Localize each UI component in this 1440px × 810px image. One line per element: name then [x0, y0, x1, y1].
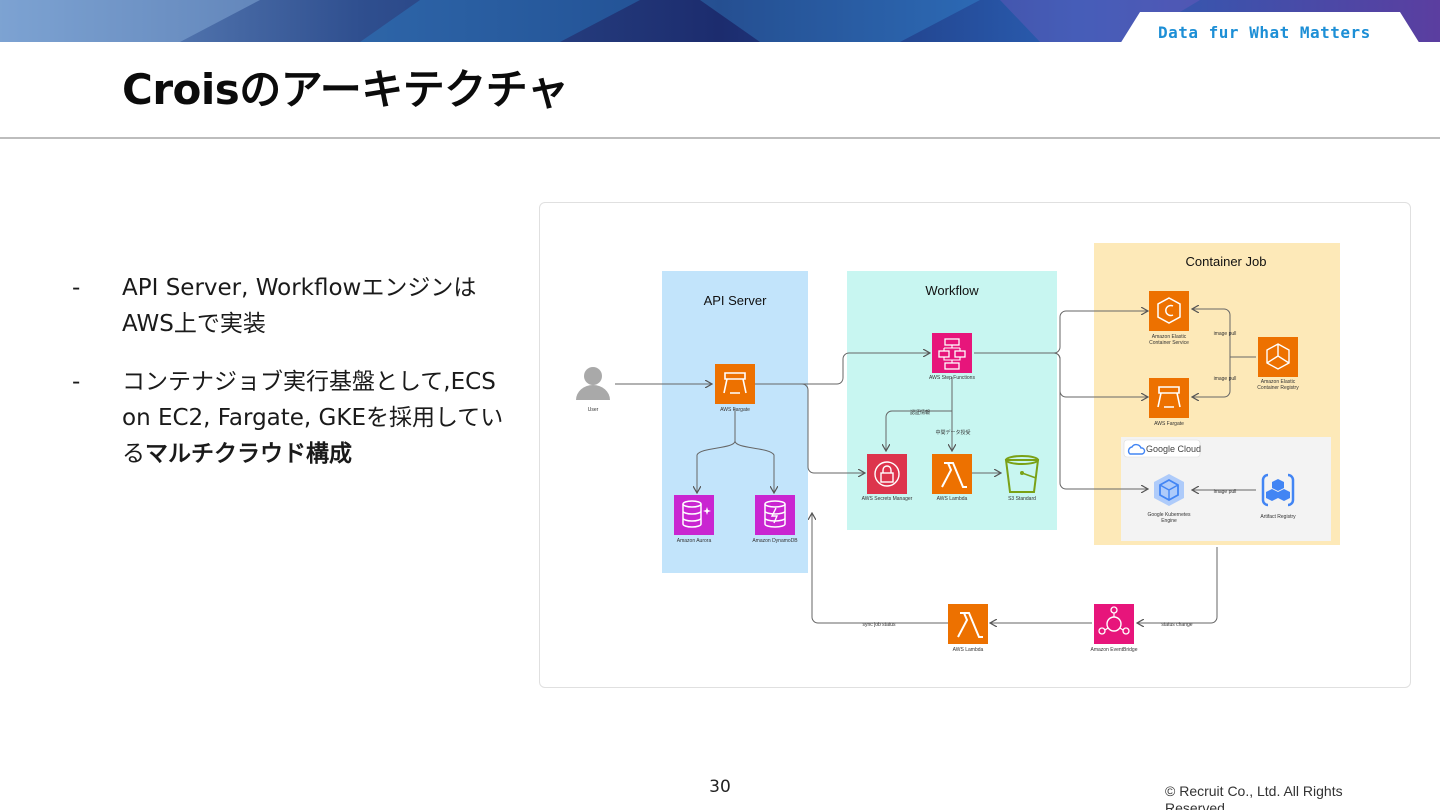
- amazon-ecr-label-line2: Container Registry: [1257, 385, 1299, 391]
- title-divider: [0, 137, 1440, 139]
- aws-fargate-label: AWS Fargate: [720, 407, 750, 413]
- artifact-registry-icon: [1261, 473, 1295, 507]
- tagline-tab: [1120, 12, 1420, 44]
- edge-label-status-change: status change: [1161, 622, 1192, 628]
- edge-label-image-pull-1: image pull: [1214, 331, 1237, 337]
- user-label: User: [588, 407, 599, 413]
- aws-fargate-icon: [715, 364, 755, 404]
- aws-lambda-sync-icon: [948, 604, 988, 644]
- amazon-ecs-icon: [1149, 291, 1189, 331]
- architecture-diagram: API Server Workflow Container Job Google…: [539, 202, 1411, 688]
- tagline: Data fur What Matters: [1158, 23, 1371, 42]
- edge-label-image-pull-3: image pull: [1214, 489, 1237, 495]
- aws-lambda-sync-label: AWS Lambda: [953, 647, 984, 653]
- workflow-label: Workflow: [925, 283, 979, 298]
- bullet-text: コンテナジョブ実行基盤として,ECS on EC2, Fargate, GKEを…: [122, 369, 504, 467]
- amazon-eventbridge-icon: [1094, 604, 1134, 644]
- amazon-ecr-icon: [1258, 337, 1298, 377]
- amazon-ecs-label-line1: Amazon Elastic: [1152, 334, 1187, 340]
- connectors: [615, 309, 1256, 623]
- s3-bucket-icon: [1004, 455, 1040, 493]
- bullet-item: - API Server, Workflowエンジンは AWS上で実装: [72, 270, 512, 342]
- edge-label-intermediate: 中間データ授受: [935, 429, 970, 436]
- google-cloud-badge: Google Cloud: [1123, 439, 1201, 458]
- edge-label-auth: 認証情報: [910, 409, 930, 416]
- bullet-list: - API Server, Workflowエンジンは AWS上で実装 - コン…: [72, 270, 512, 494]
- google-cloud-label: Google Cloud: [1146, 444, 1201, 454]
- s3-bucket-label: S3 Standard: [1008, 496, 1036, 502]
- page-number: 30: [709, 777, 731, 797]
- bullet-item: - コンテナジョブ実行基盤として,ECS on EC2, Fargate, GK…: [72, 364, 512, 472]
- edge-label-sync-status: sync job status: [862, 622, 896, 628]
- aws-lambda-label: AWS Lambda: [937, 496, 968, 502]
- google-cloud-icon: [1127, 443, 1146, 455]
- amazon-aurora-label: Amazon Aurora: [677, 538, 712, 544]
- copyright-notice: © Recruit Co., Ltd. All Rights Reserved: [1165, 783, 1343, 810]
- google-kubernetes-engine-icon: [1154, 474, 1184, 506]
- aws-secrets-manager-label: AWS Secrets Manager: [862, 496, 913, 502]
- amazon-eventbridge-label: Amazon EventBridge: [1091, 647, 1138, 653]
- bullet-text: API Server, Workflowエンジンは AWS上で実装: [122, 275, 477, 337]
- amazon-dynamodb-label: Amazon DynamoDB: [752, 538, 798, 544]
- aws-secrets-manager-icon: [867, 454, 907, 494]
- api-server-label: API Server: [704, 293, 768, 308]
- google-kubernetes-engine-label-line1: Google Kubernetes: [1147, 512, 1191, 518]
- page-title: Croisのアーキテクチャ: [122, 65, 569, 114]
- google-kubernetes-engine-label-line2: Engine: [1161, 518, 1177, 524]
- amazon-ecs-label-line2: Container Service: [1149, 340, 1189, 346]
- amazon-dynamodb-icon: [755, 495, 795, 535]
- bullet-marker: -: [72, 369, 81, 395]
- bullet-bold-text: マルチクラウド構成: [145, 441, 352, 467]
- aws-step-functions-icon: [932, 333, 972, 373]
- aws-lambda-icon: [932, 454, 972, 494]
- aws-step-functions-label: AWS Step Functions: [929, 375, 975, 381]
- amazon-aurora-icon: [674, 495, 714, 535]
- bullet-marker: -: [72, 275, 81, 301]
- aws-fargate-job-label: AWS Fargate: [1154, 421, 1184, 427]
- amazon-ecr-label-line1: Amazon Elastic: [1261, 379, 1296, 385]
- container-job-label: Container Job: [1186, 254, 1267, 269]
- edge-label-image-pull-2: image pull: [1214, 376, 1237, 382]
- aws-fargate-job-icon: [1149, 378, 1189, 418]
- user-icon: [576, 367, 610, 400]
- artifact-registry-label: Artifact Registry: [1260, 514, 1296, 520]
